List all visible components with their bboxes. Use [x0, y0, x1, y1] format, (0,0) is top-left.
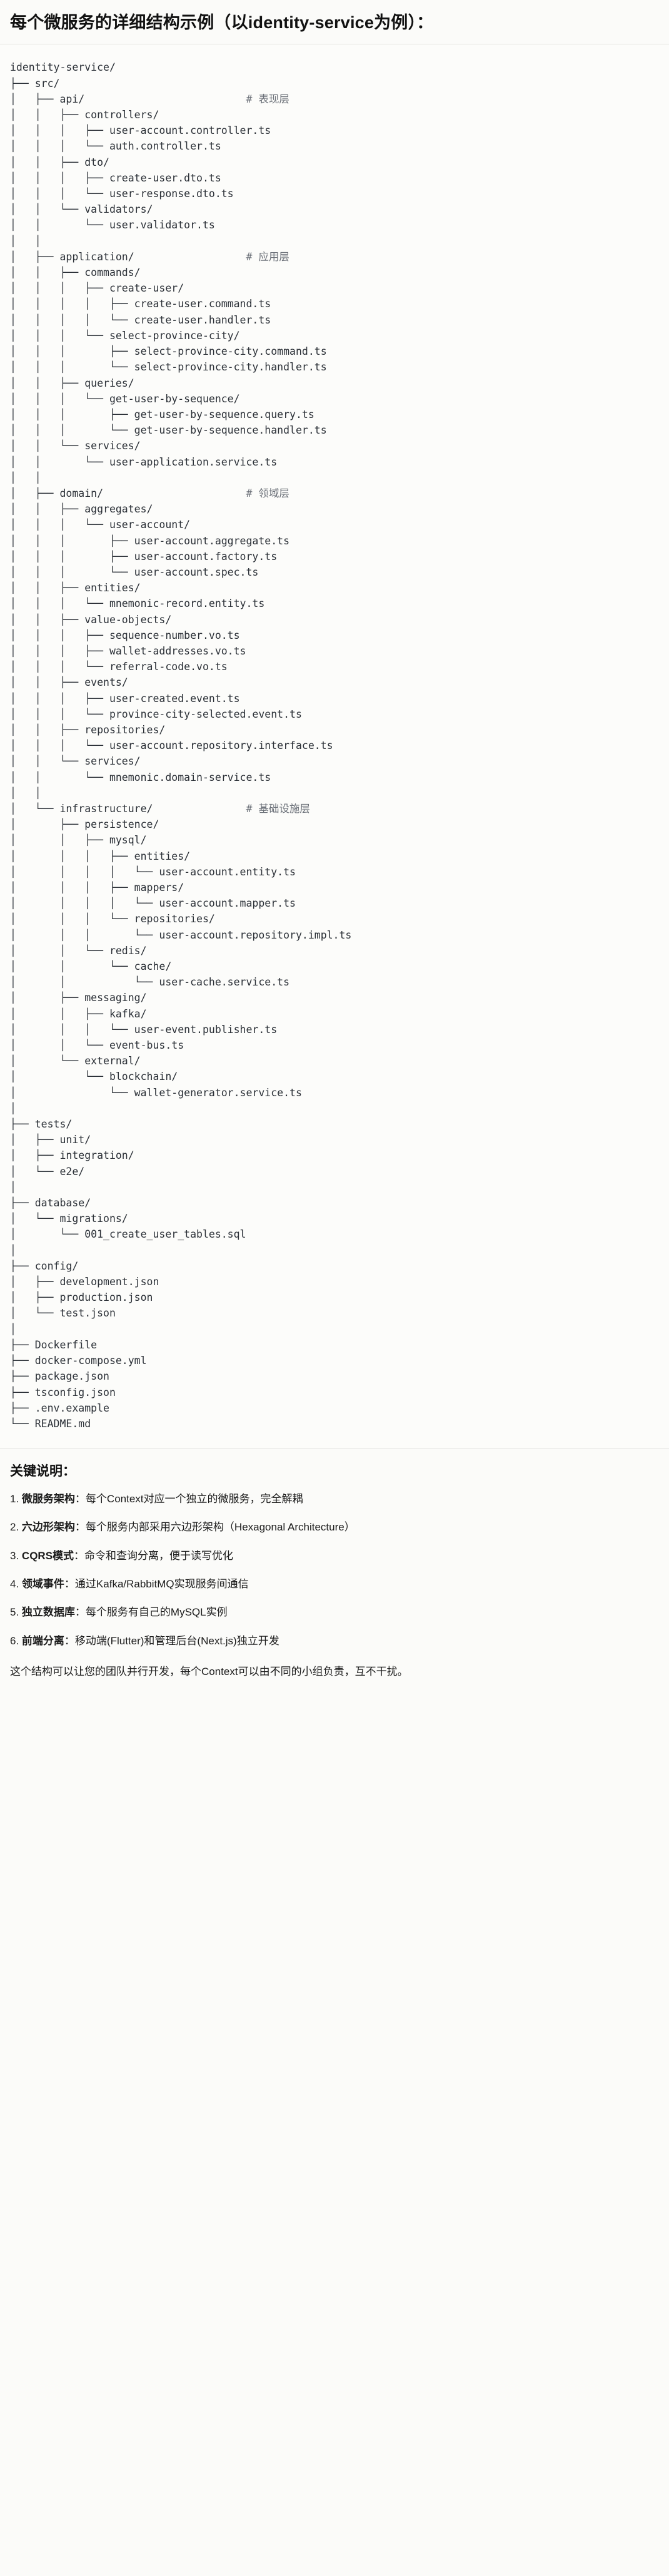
list-item: 领域事件：通过Kafka/RabbitMQ实现服务间通信 — [10, 1576, 659, 1592]
list-item: 六边形架构：每个服务内部采用六边形架构（Hexagonal Architectu… — [10, 1519, 659, 1535]
tree-layer-comment: # 基础设施层 — [246, 802, 310, 815]
tree-layer-comment: # 表现层 — [246, 93, 289, 105]
page-title: 每个微服务的详细结构示例（以identity-service为例）： — [10, 13, 434, 32]
key-separator: ： — [74, 1549, 85, 1562]
list-item: CQRS模式：命令和查询分离，便于读写优化 — [10, 1548, 659, 1564]
key-description: 移动端(Flutter)和管理后台(Next.js)独立开发 — [74, 1634, 279, 1647]
key-separator: ： — [64, 1578, 75, 1591]
key-term: CQRS模式 — [21, 1549, 74, 1562]
tree-layer-comment: # 领域层 — [246, 487, 289, 499]
key-term: 微服务架构 — [21, 1493, 75, 1505]
list-item: 独立数据库：每个服务有自己的MySQL实例 — [10, 1604, 659, 1621]
key-points-section: 关键说明： 微服务架构：每个Context对应一个独立的微服务，完全解耦 六边形… — [0, 1448, 669, 1696]
directory-tree-block: identity-service/ ├── src/ │ ├── api/ # … — [0, 44, 669, 1448]
key-separator: ： — [74, 1606, 86, 1619]
key-description: 每个Context对应一个独立的微服务，完全解耦 — [85, 1493, 303, 1505]
list-item: 前端分离：移动端(Flutter)和管理后台(Next.js)独立开发 — [10, 1633, 659, 1649]
key-separator: ： — [74, 1521, 86, 1534]
key-term: 前端分离 — [21, 1634, 64, 1647]
key-term: 六边形架构 — [21, 1521, 75, 1534]
closing-paragraph: 这个结构可以让您的团队并行开发，每个Context可以由不同的小组负责，互不干扰… — [10, 1666, 408, 1678]
key-points-heading: 关键说明： — [10, 1464, 76, 1479]
key-points-list: 微服务架构：每个Context对应一个独立的微服务，完全解耦 六边形架构：每个服… — [10, 1491, 659, 1649]
key-separator: ： — [74, 1493, 86, 1505]
key-description: 每个服务有自己的MySQL实例 — [85, 1606, 228, 1619]
tree-layer-comment: # 应用层 — [246, 250, 289, 263]
directory-tree: identity-service/ ├── src/ │ ├── api/ # … — [10, 61, 352, 1430]
key-description: 每个服务内部采用六边形架构（Hexagonal Architecture） — [85, 1521, 355, 1534]
key-description: 命令和查询分离，便于读写优化 — [84, 1549, 234, 1562]
key-term: 领域事件 — [21, 1578, 64, 1591]
list-item: 微服务架构：每个Context对应一个独立的微服务，完全解耦 — [10, 1491, 659, 1507]
key-term: 独立数据库 — [21, 1606, 75, 1619]
key-description: 通过Kafka/RabbitMQ实现服务间通信 — [74, 1578, 249, 1591]
key-separator: ： — [64, 1634, 75, 1647]
